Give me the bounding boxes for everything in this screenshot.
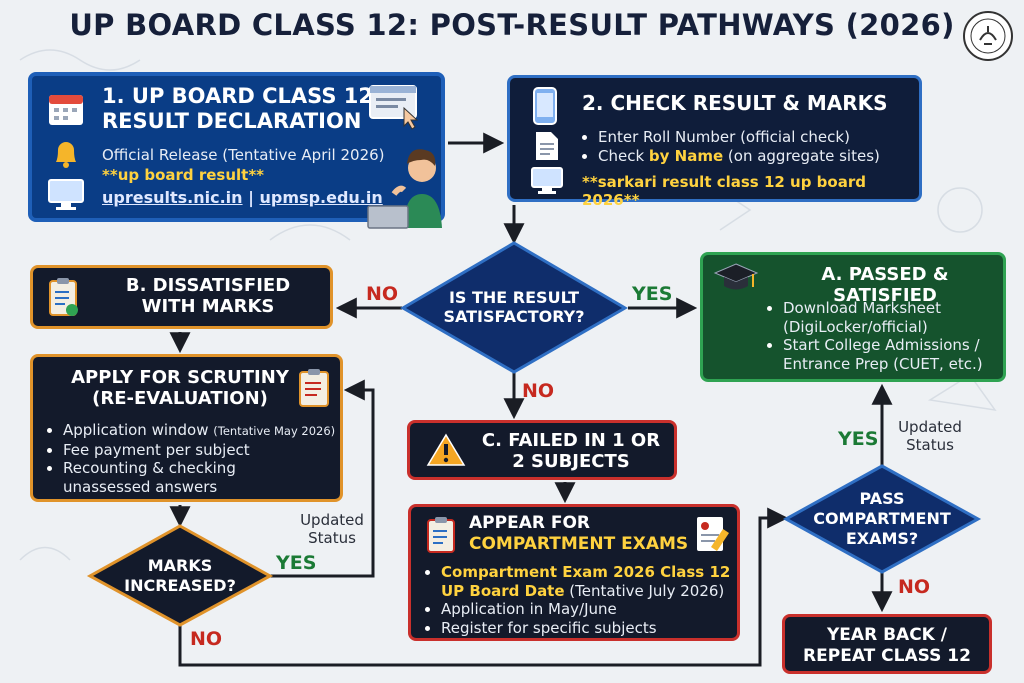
browser-click-icon bbox=[369, 85, 419, 130]
pass-decision-diamond bbox=[782, 464, 982, 574]
step1-result-declaration-box: 1. UP BOARD CLASS 12 RESULT DECLARATION … bbox=[28, 72, 445, 229]
step2-item-roll-number: Enter Roll Number (official check) bbox=[598, 128, 880, 147]
step1-title-line2: RESULT DECLARATION bbox=[102, 109, 362, 133]
step2-keyword: **sarkari result class 12 up board 2026*… bbox=[582, 173, 866, 209]
step2-item-by-name: Check by Name (on aggregate sites) bbox=[598, 147, 880, 166]
label-yes-pass: YES bbox=[838, 428, 879, 450]
monitor-icon bbox=[48, 179, 84, 210]
arrow-yes-updated bbox=[270, 379, 375, 578]
page-title: UP BOARD CLASS 12: POST-RESULT PATHWAYS … bbox=[69, 8, 955, 42]
step2-title: 2. CHECK RESULT & MARKS bbox=[582, 91, 888, 115]
label-no-marks: NO bbox=[190, 628, 223, 650]
year-back-title: YEAR BACK /REPEAT CLASS 12 bbox=[803, 625, 971, 666]
step1-release-text: Official Release (Tentative April 2026) bbox=[102, 146, 385, 164]
scrutiny-box: APPLY FOR SCRUTINY(RE-EVALUATION) Applic… bbox=[30, 354, 343, 502]
document-icon bbox=[536, 132, 558, 160]
exam-sheet-icon bbox=[697, 517, 729, 551]
box-a-item-admissions: Start College Admissions /Entrance Prep … bbox=[783, 336, 983, 373]
step1-title-line1: 1. UP BOARD CLASS 12 bbox=[102, 84, 374, 108]
label-no-pass: NO bbox=[898, 576, 931, 598]
box-a-title: A. PASSED & SATISFIED bbox=[821, 264, 949, 306]
emblem-seal-icon bbox=[963, 11, 1013, 61]
arrow-no-to-pass bbox=[178, 507, 789, 667]
link-upresults[interactable]: upresults.nic.in bbox=[102, 188, 243, 207]
monitor-icon bbox=[531, 167, 563, 194]
calendar-icon bbox=[49, 95, 83, 125]
step1-keyword: **up board result** bbox=[102, 166, 265, 184]
label-no-down: NO bbox=[522, 380, 555, 402]
clipboard-check-icon bbox=[49, 278, 78, 316]
label-yes-right: YES bbox=[632, 283, 673, 305]
student-laptop-icon bbox=[367, 149, 442, 229]
link-upmsp[interactable]: upmsp.edu.in bbox=[259, 188, 383, 207]
scrutiny-item-window: Application window (Tentative May 2026) bbox=[63, 421, 335, 441]
compartment-item-register: Register for specific subjects bbox=[441, 619, 730, 638]
warning-icon bbox=[426, 433, 466, 466]
compartment-box: APPEAR FOR COMPARTMENT EXAMS Compartment… bbox=[408, 504, 740, 641]
label-no-left: NO bbox=[366, 283, 399, 305]
scrutiny-title: APPLY FOR SCRUTINY(RE-EVALUATION) bbox=[71, 367, 289, 409]
clipboard-list-icon bbox=[299, 369, 329, 407]
clipboard-list-icon bbox=[427, 517, 455, 553]
phone-icon bbox=[533, 87, 557, 125]
label-yes-marks: YES bbox=[276, 552, 317, 574]
bell-icon bbox=[56, 142, 76, 168]
box-a-passed-satisfied: A. PASSED & SATISFIED Download Marksheet… bbox=[700, 252, 1006, 382]
compartment-title: APPEAR FOR COMPARTMENT EXAMS bbox=[469, 513, 689, 554]
decision-main-diamond bbox=[400, 241, 628, 374]
box-a-item-marksheet: Download Marksheet(DigiLocker/official) bbox=[783, 299, 983, 336]
scrutiny-item-fee: Fee payment per subject bbox=[63, 441, 335, 460]
marks-decision-diamond bbox=[86, 524, 274, 627]
site-separator: | bbox=[242, 188, 260, 207]
step2-check-result-box: 2. CHECK RESULT & MARKS Enter Roll Numbe… bbox=[507, 75, 922, 209]
year-back-box: YEAR BACK /REPEAT CLASS 12 bbox=[782, 614, 992, 674]
graduation-cap-icon bbox=[713, 263, 759, 290]
compartment-item-application: Application in May/June bbox=[441, 600, 730, 619]
